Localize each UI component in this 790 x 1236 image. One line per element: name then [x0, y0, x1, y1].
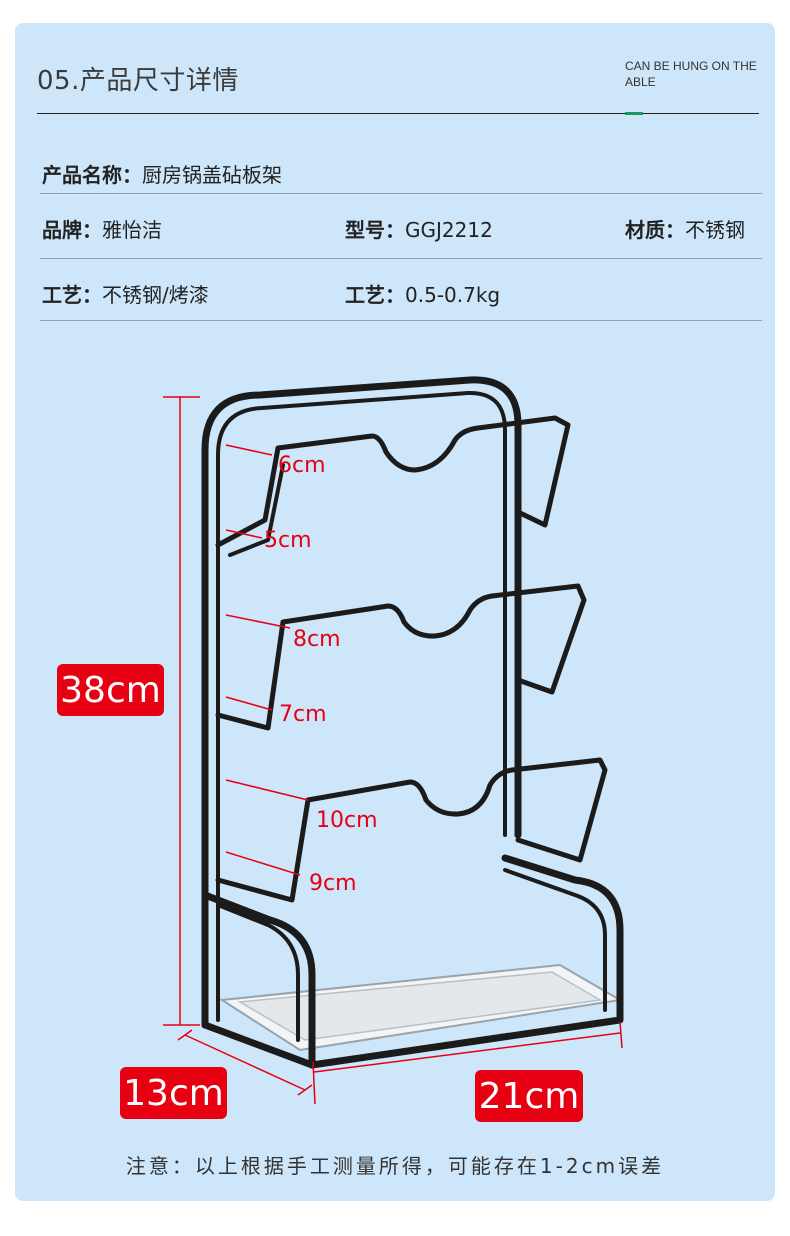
measurement-note: 注意：以上根据手工测量所得，可能存在1-2cm误差 [125, 1154, 665, 1178]
spec-material: 材质：不锈钢 [625, 214, 745, 243]
spec-model: 型号：GGJ2212 [345, 214, 493, 243]
page-title: 05.产品尺寸详情 [37, 66, 239, 96]
dimension-lines [163, 396, 623, 1105]
spec-label: 型号： [345, 218, 405, 242]
spec-label: 材质： [625, 218, 685, 242]
header-divider [37, 113, 759, 114]
slot2-bottom-label: 7cm [279, 702, 327, 727]
spec-label: 工艺： [42, 283, 102, 307]
spec-craft: 工艺：不锈钢/烤漆 [42, 279, 209, 308]
spec-value: 雅怡洁 [102, 218, 162, 242]
spec-brand: 品牌：雅怡洁 [42, 214, 162, 243]
slot3-bottom-label: 9cm [309, 871, 357, 896]
spec-label: 品牌： [42, 218, 102, 242]
page-subtitle: CAN BE HUNG ON THE ABLE [625, 59, 757, 89]
spec-value: 不锈钢 [685, 218, 745, 242]
spec-value: 0.5-0.7kg [405, 283, 501, 307]
dimension-labels: 6cm 5cm 8cm 7cm 10cm 9cm [264, 453, 378, 896]
spec-divider [40, 258, 762, 259]
slot1-bottom-label: 5cm [264, 528, 312, 553]
spec-label: 工艺： [345, 283, 405, 307]
spec-value: 厨房锅盖砧板架 [142, 163, 282, 187]
drip-tray [219, 963, 623, 1052]
height-badge: 38cm [57, 664, 164, 716]
spec-value: GGJ2212 [405, 218, 493, 242]
spec-weight: 工艺：0.5-0.7kg [345, 279, 500, 308]
depth-badge: 13cm [120, 1067, 227, 1119]
slot2-top-label: 8cm [293, 627, 341, 652]
spec-value: 不锈钢/烤漆 [102, 283, 209, 307]
spec-label: 产品名称： [42, 163, 142, 187]
slot1-top-label: 6cm [278, 453, 326, 478]
spec-product-name: 产品名称：厨房锅盖砧板架 [42, 159, 282, 188]
header-accent [625, 112, 643, 115]
slot3-top-label: 10cm [316, 808, 378, 833]
rack-frame [201, 376, 624, 1069]
width-badge: 21cm [475, 1070, 583, 1122]
spec-divider [40, 193, 762, 194]
spec-divider [40, 320, 762, 321]
